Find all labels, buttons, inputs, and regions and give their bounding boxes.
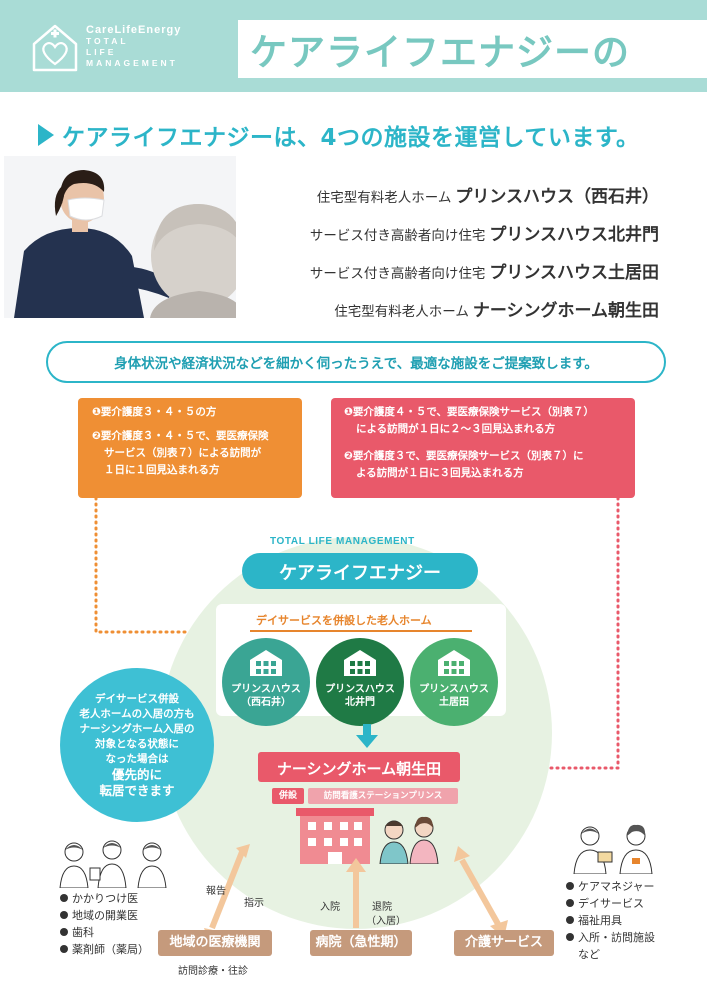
condition-orange-2: ❷要介護度３・４・５で、要医療保険	[92, 430, 269, 442]
bullet-icon	[566, 899, 574, 907]
building-icon	[344, 650, 376, 676]
care-services-label: 介護サービス	[454, 930, 554, 956]
facility-name-3: プリンスハウス土居田	[489, 263, 659, 283]
priority-emphasis-1: 優先的に	[111, 767, 162, 782]
priority-line-2: 老人ホームの入居の方も	[79, 708, 195, 720]
medical-institutions-label: 地域の医療機関	[158, 930, 272, 956]
report-label: 報告	[206, 886, 226, 897]
facility-row-1: 住宅型有料老人ホームプリンスハウス（西石井）	[317, 182, 659, 207]
house-label-2a: プリンスハウス	[325, 684, 395, 695]
tlm-label: TOTAL LIFE MANAGEMENT	[270, 536, 415, 547]
facility-name-4: ナーシングホーム朝生田	[472, 301, 659, 321]
house-label-3b: 土居田	[439, 697, 469, 708]
logo-sub-2: LIFE	[86, 47, 117, 57]
facility-row-2: サービス付き高齢者向け住宅プリンスハウス北井門	[310, 220, 659, 245]
logo-house-heart-icon	[32, 24, 78, 72]
nursing-home-pill	[258, 752, 460, 782]
house-label-3a: プリンスハウス	[419, 684, 489, 695]
header-title-background	[238, 20, 707, 78]
discharge-label: 退院	[372, 902, 392, 913]
proposal-banner-text: 身体状況や経済状況などを細かく伺ったうえで、最適な施設をご提案致します。	[114, 356, 598, 372]
condition-orange-1: ❶要介護度３・４・５の方	[92, 406, 217, 418]
left-list-item: 薬剤師（薬局）	[60, 941, 149, 958]
facility-type-2: サービス付き高齢者向け住宅	[309, 228, 486, 244]
move-in-label: （入居）	[366, 916, 406, 927]
facility-type-3: サービス付き高齢者向け住宅	[309, 266, 486, 282]
heisetsu-badge: 併設	[272, 788, 304, 804]
condition-box-orange	[78, 398, 302, 498]
condition-orange-4: １日に１回見込まれる方	[104, 464, 220, 476]
company-pill	[242, 553, 478, 589]
house-label-2b: 北井門	[345, 697, 375, 708]
bullet-icon	[60, 911, 68, 919]
bullet-icon	[566, 916, 574, 924]
house-label-1a: プリンスハウス	[231, 684, 301, 695]
priority-line-4: 対象となる状態に	[95, 738, 179, 750]
building-icon	[250, 650, 282, 676]
logo-text: CareLifeEnergy TOTAL LIFE MANAGEMENT	[86, 24, 181, 69]
facility-name-1: プリンスハウス（西石井）	[455, 187, 659, 207]
facility-row-4: 住宅型有料老人ホームナーシングホーム朝生田	[334, 296, 659, 321]
bullet-icon	[60, 928, 68, 936]
bullet-icon	[566, 882, 574, 890]
admit-label: 入院	[320, 902, 340, 913]
instruct-label: 指示	[244, 898, 264, 909]
left-list: かかりつけ医 地域の開業医 歯科 薬剤師（薬局）	[60, 890, 149, 958]
right-list-item: 入所・訪問施設	[566, 929, 655, 946]
building-icon	[438, 650, 470, 676]
company-name: ケアライフエナジー	[279, 563, 441, 584]
right-list-etc: など	[578, 948, 600, 961]
lead-heading: ケアライフエナジーは、4つの施設を運営しています。	[62, 125, 640, 151]
priority-line-1: デイサービス併設	[95, 693, 179, 705]
condition-red-1: ❶要介護度４・５で、要医療保険サービス（別表７）	[344, 406, 594, 418]
nursing-home-name: ナーシングホーム朝生田	[276, 760, 442, 778]
doctors-illustration	[59, 840, 167, 888]
logo-brand: CareLifeEnergy	[86, 24, 182, 36]
bullet-icon	[566, 933, 574, 941]
bullet-icon	[60, 945, 68, 953]
facility-name-2: プリンスハウス北井門	[489, 225, 659, 245]
day-service-label: デイサービスを併設した老人ホーム	[256, 614, 432, 627]
medical-sub-label: 訪問診療・往診	[178, 966, 248, 977]
left-list-item: 歯科	[60, 924, 149, 941]
priority-line-3: ナーシングホーム入居の	[79, 723, 195, 735]
house-label-1b: （西石井）	[241, 697, 291, 708]
condition-red-3: ❷要介護度３で、要医療保険サービス（別表７）に	[344, 450, 584, 462]
facility-type-1: 住宅型有料老人ホーム	[316, 190, 452, 206]
condition-orange-3: サービス（別表７）による訪問が	[104, 447, 262, 459]
lead-triangle-icon	[38, 124, 54, 146]
day-service-underline	[250, 630, 472, 632]
caregiver-photo	[4, 156, 236, 318]
station-badge: 訪問看護ステーションプリンス	[308, 788, 458, 804]
priority-note-circle	[60, 668, 214, 822]
care-staff-illustration	[573, 824, 653, 874]
condition-red-4: よる訪問が１日に３回見込まれる方	[356, 467, 524, 479]
right-list: ケアマネジャー デイサービス 福祉用具 入所・訪問施設 など	[566, 878, 655, 963]
left-list-item: 地域の開業医	[60, 907, 149, 924]
right-list-item: 福祉用具	[566, 912, 655, 929]
bullet-icon	[60, 894, 68, 902]
right-list-item: ケアマネジャー	[566, 878, 655, 895]
facility-row-3: サービス付き高齢者向け住宅プリンスハウス土居田	[310, 258, 659, 283]
logo-sub-3: MANAGEMENT	[86, 58, 178, 68]
nursing-building-illustration	[296, 808, 439, 864]
hospital-label: 病院（急性期）	[310, 930, 412, 956]
right-list-item: デイサービス	[566, 895, 655, 912]
priority-emphasis-2: 転居できます	[99, 783, 175, 798]
page-title: ケアライフエナジーの	[250, 31, 630, 74]
priority-line-5: なった場合は	[105, 753, 169, 765]
logo-sub-1: TOTAL	[86, 36, 129, 46]
facility-type-4: 住宅型有料老人ホーム	[334, 304, 469, 320]
condition-red-2: による訪問が１日に２～３回見込まれる方	[356, 423, 556, 435]
proposal-banner	[46, 341, 666, 383]
down-arrow-icon	[356, 724, 378, 748]
priority-note-text: デイサービス併設 老人ホームの入居の方も ナーシングホーム入居の 対象となる状態…	[60, 692, 214, 799]
left-list-item: かかりつけ医	[60, 890, 149, 907]
condition-box-red	[331, 398, 635, 498]
